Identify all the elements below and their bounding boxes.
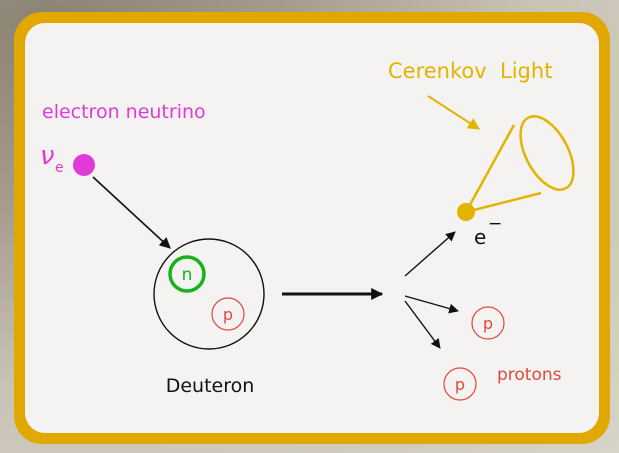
neutron-particle: [168, 255, 206, 293]
protons-label: protons: [497, 365, 562, 385]
cerenkov-cone: [464, 115, 575, 214]
electron-particle: [457, 203, 475, 221]
proton-1-label: p: [483, 314, 493, 333]
proton-inside: [211, 297, 245, 331]
electron-charge: −: [488, 214, 502, 234]
proton-inside-label: p: [223, 305, 233, 324]
neutrino-particle: [73, 154, 95, 176]
proton-1-arrow: [404, 295, 459, 314]
proton-1: [471, 306, 505, 340]
neutron-label: n: [182, 265, 193, 285]
neutrino-symbol: ν: [40, 141, 55, 171]
neutrino-label: electron neutrino: [42, 101, 206, 123]
proton-2-arrow: [404, 300, 441, 349]
proton-2: [443, 367, 477, 401]
electron-label: e: [474, 225, 486, 249]
electron-arrow: [404, 231, 456, 277]
cerenkov-label: Cerenkov Light: [388, 59, 552, 83]
deuteron-label: Deuteron: [166, 375, 255, 397]
cerenkov-pointer-arrow: [427, 95, 481, 130]
neutrino-path-arrow: [92, 176, 171, 249]
deuteron-nucleus: [153, 238, 265, 350]
proton-2-label: p: [455, 375, 465, 394]
neutrino-subscript: e: [55, 160, 64, 176]
